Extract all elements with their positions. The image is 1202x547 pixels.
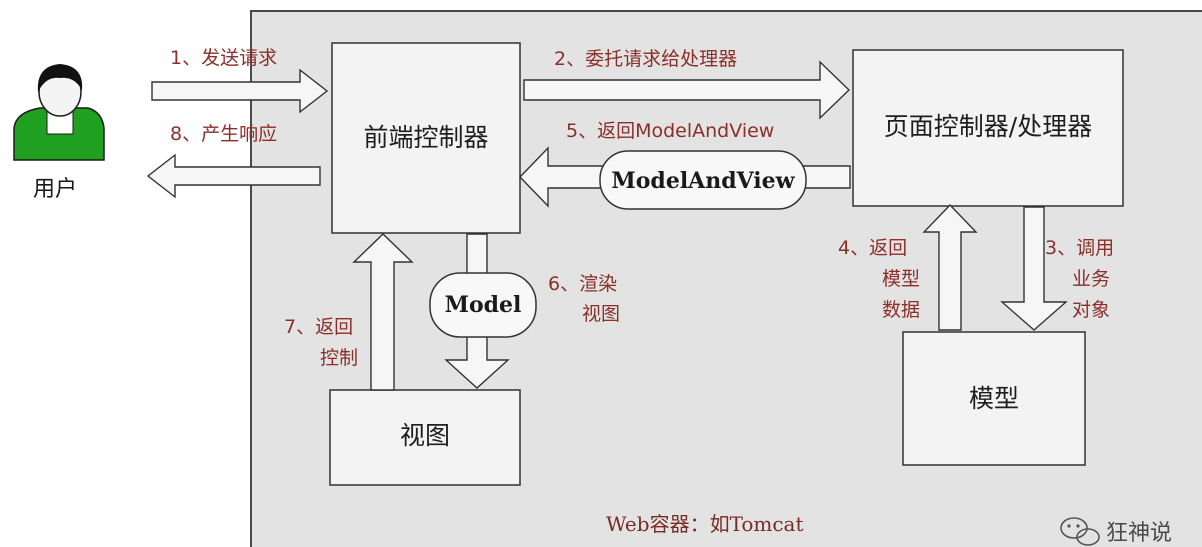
step-5-label: 5、返回ModelAndView (566, 120, 774, 142)
step-4-label-line3: 数据 (882, 299, 920, 321)
front-controller-box (331, 42, 521, 234)
step-6-label-line1: 6、渲染 (548, 273, 617, 295)
step-7-label-line1: 7、返回 (284, 316, 353, 338)
view-box (329, 389, 521, 486)
step-4-label-line2: 模型 (882, 268, 920, 290)
step-3-label-line2: 业务 (1072, 268, 1110, 290)
step-8-label: 8、产生响应 (170, 123, 277, 145)
model-pill-label: Model (445, 292, 522, 318)
arrow-return-model-data (922, 203, 978, 331)
step-2-label: 2、委托请求给处理器 (554, 48, 737, 70)
page-controller-label: 页面控制器/处理器 (884, 112, 1092, 141)
arrow-invoke-business (1000, 206, 1068, 331)
web-container-label: Web容器：如Tomcat (606, 512, 804, 536)
step-6-label-line2: 视图 (582, 303, 620, 325)
arrow-send-request (151, 68, 329, 114)
modelandview-pill (599, 150, 807, 210)
model-box (902, 331, 1086, 466)
arrow-response (146, 153, 321, 199)
wechat-icon (1060, 517, 1100, 546)
watermark-text: 狂神说 (1106, 521, 1172, 546)
arrow-return-control (352, 233, 414, 391)
step-3-label-line1: 3、调用 (1045, 237, 1114, 259)
view-label: 视图 (400, 421, 450, 450)
page-controller-box (852, 49, 1124, 207)
model-label: 模型 (969, 384, 1019, 413)
front-controller-label: 前端控制器 (363, 123, 488, 152)
user-label: 用户 (33, 177, 77, 202)
step-4-label-line1: 4、返回 (838, 237, 907, 259)
user-icon (13, 64, 105, 161)
step-1-label: 1、发送请求 (170, 47, 277, 69)
step-7-label-line2: 控制 (320, 347, 358, 369)
modelandview-pill-label: ModelAndView (611, 168, 795, 194)
arrow-delegate (523, 60, 851, 120)
model-pill (429, 272, 537, 338)
step-3-label-line3: 对象 (1072, 299, 1110, 321)
